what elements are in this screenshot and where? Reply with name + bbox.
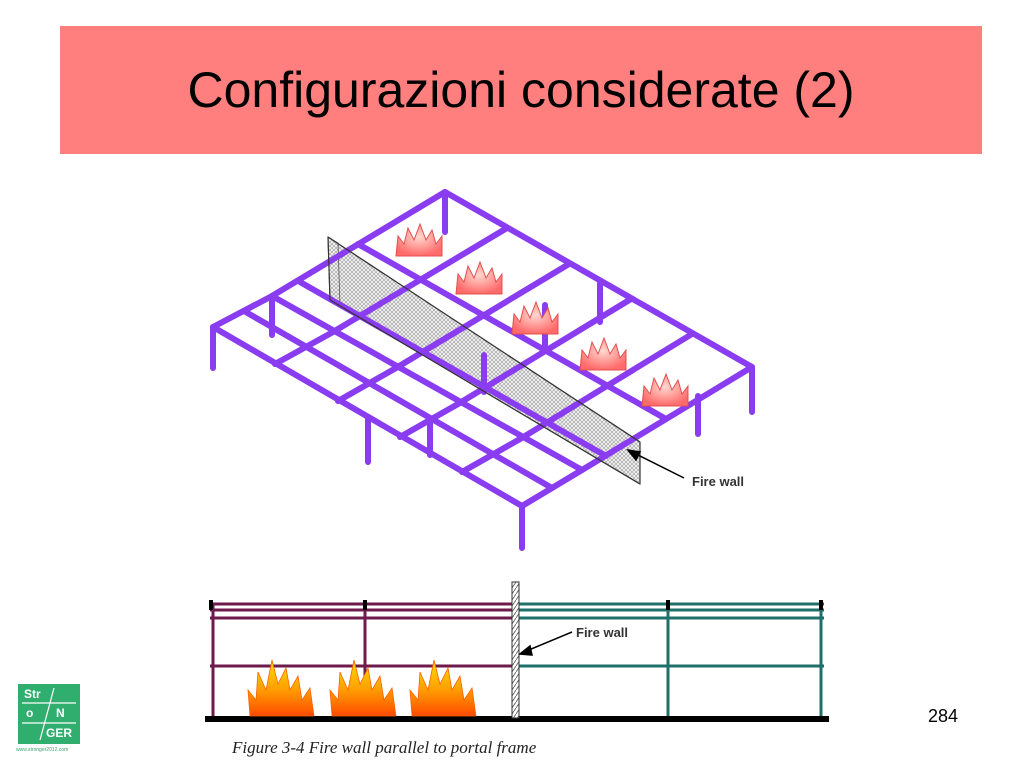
page-number: 284 (928, 706, 959, 726)
logo-grid (22, 687, 76, 741)
ground-line (205, 716, 829, 722)
flame-icon (641, 372, 689, 407)
title-band: Configurazioni considerate (2) (60, 26, 982, 154)
logo-text-n: N (56, 706, 65, 720)
logo-text-o: o (26, 706, 34, 720)
flames-3d (395, 222, 689, 407)
fire-wall-arrow-top (626, 448, 685, 479)
logo-text-str: Str (24, 687, 41, 701)
stronger-logo: Str o N GER (18, 684, 80, 744)
right-frame-elevation (518, 602, 824, 716)
fire-icon (409, 659, 477, 717)
logo-url: www.stronger2012.com (16, 747, 69, 753)
flame-icon (395, 222, 443, 257)
fire-wall-arrow-bottom (518, 631, 573, 656)
left-frame-elevation (210, 602, 514, 716)
fires-elevation (247, 659, 477, 717)
steel-frame-3d (210, 189, 755, 551)
flame-icon (511, 300, 559, 335)
fire-wall-label-bottom: Fire wall (576, 625, 628, 640)
flame-icon (455, 260, 503, 295)
fire-icon (329, 659, 397, 717)
slide-title: Configurazioni considerate (2) (187, 62, 855, 118)
fire-wall-elevation (511, 581, 520, 719)
fire-wall-label-top: Fire wall (692, 474, 744, 489)
flame-icon (579, 336, 627, 371)
figure-caption: Figure 3-4 Fire wall parallel to portal … (232, 738, 537, 757)
logo-text-ger: GER (46, 726, 73, 740)
fire-icon (247, 659, 315, 717)
fire-wall-outline (327, 236, 641, 485)
elevation-view: Fire wall (205, 581, 829, 722)
